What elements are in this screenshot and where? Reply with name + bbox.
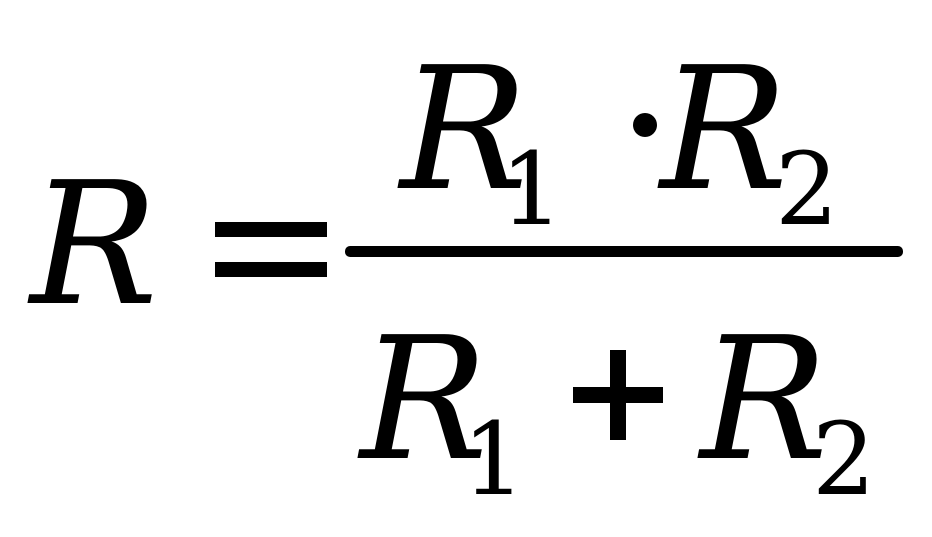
- fraction-bar: [345, 246, 903, 257]
- equals-bottom-bar: [215, 262, 327, 277]
- numerator-r2-base: R: [660, 31, 788, 229]
- denominator-r2-subscript: 2: [812, 401, 876, 518]
- plus-vertical: [610, 350, 626, 440]
- multiply-dot: [633, 113, 657, 137]
- equals-top-bar: [215, 222, 327, 237]
- denominator-r1-base: R: [360, 301, 488, 499]
- lhs-variable: R: [30, 146, 158, 344]
- numerator-r1-base: R: [400, 31, 528, 229]
- numerator-r1-subscript: 1: [500, 131, 564, 248]
- denominator-r2-base: R: [700, 301, 828, 499]
- denominator-r1-subscript: 1: [462, 401, 526, 518]
- numerator-r2-subscript: 2: [775, 131, 839, 248]
